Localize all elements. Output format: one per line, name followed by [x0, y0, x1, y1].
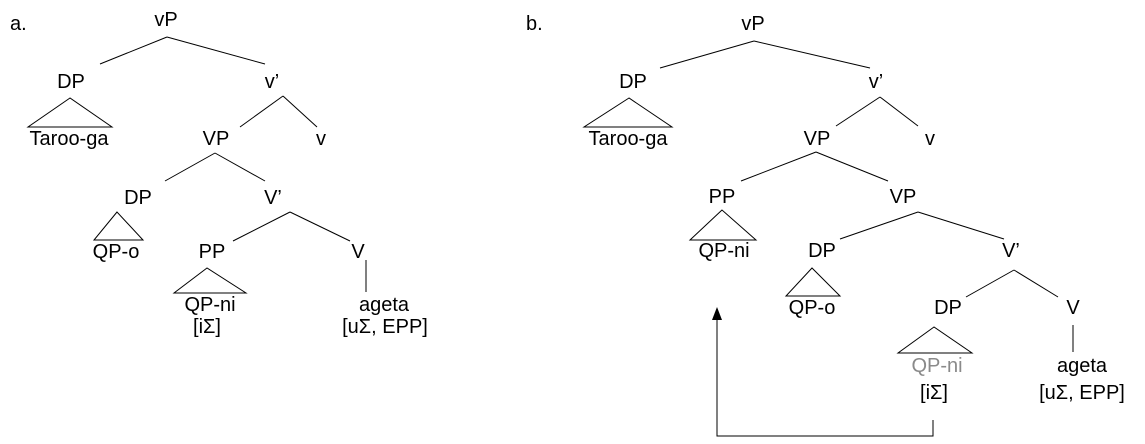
node-V-a: V — [351, 241, 365, 263]
edge-vp-Vbar — [214, 152, 266, 182]
triangle-pp-a — [172, 267, 248, 294]
node-v-b: v — [925, 128, 935, 150]
edge-vp-vbar-b — [753, 40, 871, 69]
edge-vplower-dp-b — [839, 211, 919, 240]
edge-vp-dp-b — [659, 40, 755, 69]
tree-a: a. vP DP Taroo-ga v’ VP v DP QP-o V’ PP … — [10, 9, 428, 338]
node-PP-moved-b: PP — [709, 186, 736, 208]
edge-Vbar-pp — [232, 211, 291, 242]
edge-Vbar-V — [289, 211, 351, 242]
pp-feature-a: [iΣ] — [193, 316, 221, 338]
edge-vp-vbar — [166, 36, 266, 65]
copy-feature-b: [iΣ] — [920, 382, 948, 404]
node-Vbar-a: V’ — [264, 187, 282, 209]
copy-content-b: QP-ni — [911, 355, 962, 377]
arrowhead — [712, 307, 722, 320]
triangle-copy-b — [896, 326, 974, 354]
edge-Vbar-dplower-b — [965, 269, 1015, 298]
edge-Vbar-V-b — [1013, 269, 1059, 298]
node-vP-a: vP — [154, 9, 177, 31]
triangle-object-b — [784, 267, 842, 297]
verb-b: ageta — [1057, 355, 1108, 377]
subject-a: Taroo-ga — [30, 128, 110, 150]
verb-features-b: [uΣ, EPP] — [1039, 382, 1125, 404]
edge-vbar-vp-b — [835, 96, 881, 127]
node-DP-subject-a: DP — [57, 71, 85, 93]
moved-content-b: QP-ni — [698, 240, 749, 262]
node-Vbar-b: V’ — [1002, 240, 1020, 262]
tree-a-edges — [99, 36, 367, 292]
edge-vp-dp-object — [164, 152, 216, 182]
tree-a-label: a. — [10, 13, 27, 35]
node-DP-lower-b: DP — [934, 297, 962, 319]
triangle-object-a — [92, 211, 145, 241]
object-b: QP-o — [789, 297, 836, 319]
triangle-subject-b — [582, 97, 674, 128]
node-vbar-a: v’ — [265, 71, 279, 93]
subject-b: Taroo-ga — [589, 128, 669, 150]
edge-vbar-v — [282, 95, 318, 128]
node-DP-object-a: DP — [124, 187, 152, 209]
verb-a: ageta — [359, 294, 410, 316]
node-vbar-b: v’ — [869, 71, 883, 93]
pp-content-a: QP-ni — [184, 294, 235, 316]
triangle-subject-a — [26, 97, 114, 128]
node-V-b: V — [1066, 297, 1080, 319]
edge-vbar-vp — [239, 95, 284, 128]
node-VP-a: VP — [203, 128, 230, 150]
tree-b-edges — [659, 40, 1074, 352]
node-VP-b: VP — [804, 128, 831, 150]
tree-b-label: b. — [526, 13, 543, 35]
object-a: QP-o — [93, 241, 140, 263]
node-DP-object-b: DP — [808, 240, 836, 262]
node-v-a: v — [316, 128, 326, 150]
edge-vp-vplower-b — [815, 151, 889, 182]
edge-vp-pp-b — [740, 151, 817, 182]
edge-vbar-v-b — [879, 96, 919, 127]
node-PP-a: PP — [199, 241, 226, 263]
node-DP-subject-b: DP — [619, 71, 647, 93]
movement-arrow — [712, 307, 934, 437]
node-vP-b: vP — [741, 13, 764, 35]
node-VP-lower-b: VP — [890, 186, 917, 208]
triangle-moved-pp-b — [688, 209, 758, 241]
tree-b: b. vP DP Taroo-ga v’ VP — [526, 13, 1125, 437]
verb-features-a: [uΣ, EPP] — [342, 316, 428, 338]
movement-path — [716, 316, 934, 437]
edge-vplower-Vbar-b — [917, 211, 1005, 240]
edge-vp-dp — [99, 36, 168, 65]
